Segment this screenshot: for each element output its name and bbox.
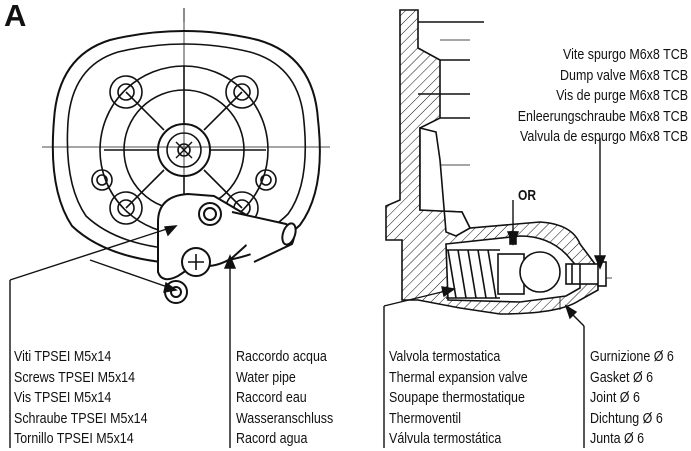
thermostat-spring [446, 249, 500, 299]
dump-valve-label: Vite spurgo M6x8 TCB Dump valve M6x8 TCB… [518, 45, 688, 148]
water-pipe-label-de: Wasseranschluss [236, 410, 334, 427]
spark-plug-boss [157, 123, 211, 177]
or-ring-label: OR [518, 187, 536, 204]
water-pipe-label-fr: Raccord eau [236, 390, 307, 406]
screws-label-de: Schraube TPSEI M5x14 [14, 410, 148, 427]
water-pipe-label-it: Raccordo acqua [236, 349, 327, 365]
thermostat-label-fr: Soupape thermostatique [389, 390, 525, 406]
water-pipe-label-en: Water pipe [236, 369, 296, 386]
water-pipe-fitting [157, 192, 297, 304]
screws-label: Viti TPSEI M5x14 Screws TPSEI M5x14 Vis … [14, 347, 148, 450]
leader-lines-left [9, 225, 237, 448]
screws-label-en: Screws TPSEI M5x14 [14, 369, 136, 386]
dump-valve-label-de: Enleerungschraube M6x8 TCB [517, 108, 688, 125]
gasket-label-de: Dichtung Ø 6 [590, 410, 663, 427]
dump-valve-label-fr: Vis de purge M6x8 TCB [556, 88, 688, 104]
panel-letter: A [4, 0, 27, 33]
dump-valve-label-es: Valvula de espurgo M6x8 TCB [520, 129, 688, 145]
water-pipe-label: Raccordo acqua Water pipe Raccord eau Wa… [236, 347, 333, 450]
screws-label-es: Tornillo TPSEI M5x14 [14, 431, 134, 447]
water-pipe-label-es: Racord agua [236, 431, 308, 447]
gasket-label: Gurnizione Ø 6 Gasket Ø 6 Joint Ø 6 Dich… [590, 347, 674, 450]
screws-label-it: Viti TPSEI M5x14 [14, 349, 112, 365]
thermostat-label-en: Thermal expansion valve [389, 369, 528, 386]
thermostat-label: Valvola termostatica Thermal expansion v… [389, 347, 528, 450]
dump-valve-label-en: Dump valve M6x8 TCB [560, 67, 688, 84]
gasket-label-en: Gasket Ø 6 [590, 369, 654, 386]
gasket-label-fr: Joint Ø 6 [590, 390, 640, 406]
screws-label-fr: Vis TPSEI M5x14 [14, 390, 112, 406]
leader-lines-right [383, 138, 607, 448]
dump-screw [565, 261, 607, 287]
cylinder-head-section-view [385, 9, 612, 315]
thermostat-label-es: Válvula termostática [389, 431, 502, 447]
gasket-label-it: Gurnizione Ø 6 [590, 349, 674, 365]
cylinder-head-top-view [42, 8, 330, 304]
thermostat-label-it: Valvola termostatica [389, 349, 501, 365]
gasket-label-es: Junta Ø 6 [590, 431, 645, 447]
dump-valve-label-it: Vite spurgo M6x8 TCB [563, 47, 688, 63]
thermostat-label-de: Thermoventil [389, 410, 462, 427]
